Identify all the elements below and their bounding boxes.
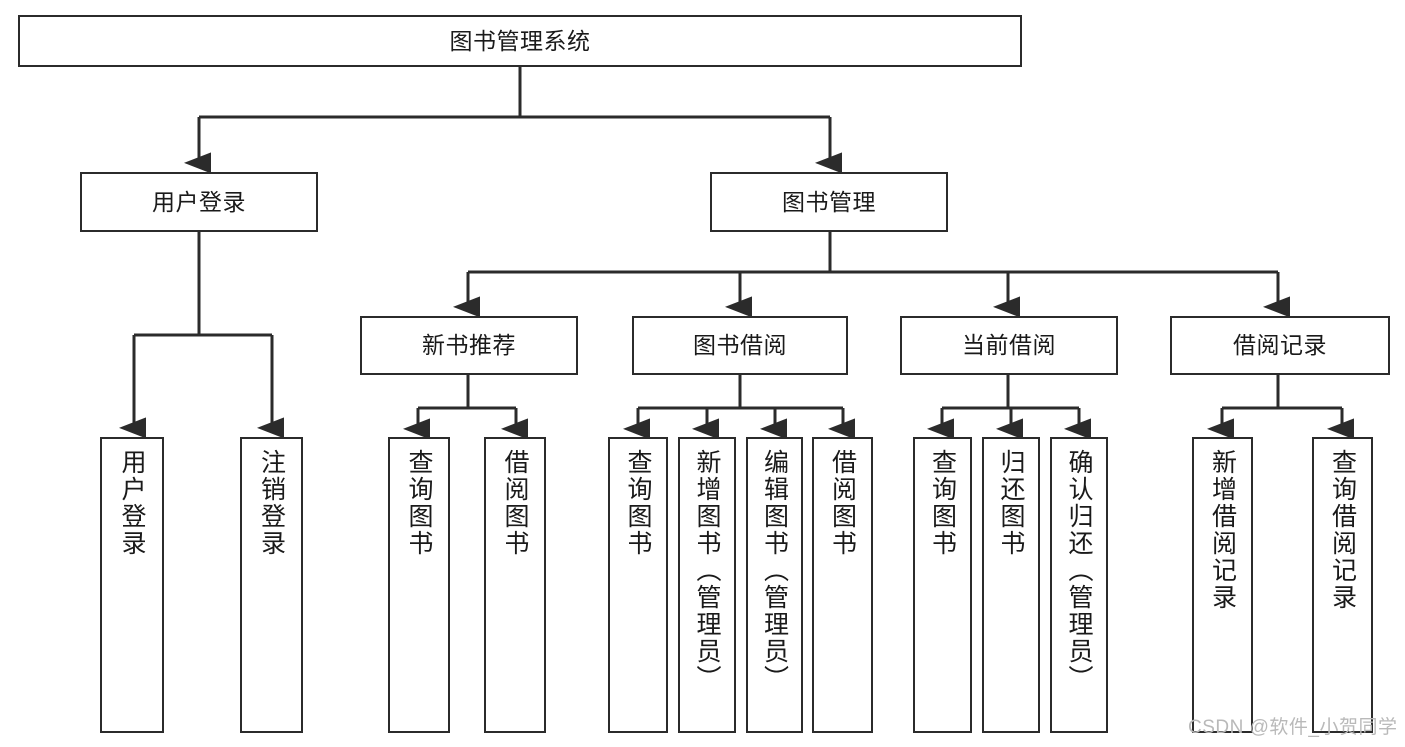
- node-book-borrow-label: 图书借阅: [693, 332, 787, 359]
- node-leaf-logout-label: 注销登录: [257, 449, 286, 557]
- node-leaf-borrow-books-recommend[interactable]: 借阅图书: [484, 437, 546, 733]
- node-leaf-edit-book-admin[interactable]: 编辑图书（管理员）: [746, 437, 803, 733]
- node-new-book-recommend-label: 新书推荐: [422, 332, 516, 359]
- node-leaf-edit-book-admin-label: 编辑图书（管理员）: [760, 449, 789, 692]
- node-leaf-query-books-recommend[interactable]: 查询图书: [388, 437, 450, 733]
- node-leaf-return-books[interactable]: 归还图书: [982, 437, 1040, 733]
- node-root[interactable]: 图书管理系统: [18, 15, 1022, 67]
- node-current-borrow[interactable]: 当前借阅: [900, 316, 1118, 375]
- node-leaf-logout[interactable]: 注销登录: [240, 437, 303, 733]
- node-leaf-query-books-recommend-label: 查询图书: [405, 449, 433, 557]
- node-leaf-confirm-return-admin[interactable]: 确认归还（管理员）: [1050, 437, 1108, 733]
- node-leaf-query-books-current-label: 查询图书: [928, 449, 957, 557]
- node-leaf-add-book-admin-label: 新增图书（管理员）: [693, 449, 721, 692]
- node-leaf-query-borrow-record[interactable]: 查询借阅记录: [1312, 437, 1373, 733]
- node-borrow-records[interactable]: 借阅记录: [1170, 316, 1390, 375]
- node-leaf-borrow-books-recommend-label: 借阅图书: [501, 449, 529, 557]
- node-book-borrow[interactable]: 图书借阅: [632, 316, 848, 375]
- node-leaf-add-borrow-record-label: 新增借阅记录: [1208, 449, 1237, 611]
- node-book-management[interactable]: 图书管理: [710, 172, 948, 232]
- node-book-management-label: 图书管理: [782, 188, 876, 215]
- watermark-text: CSDN @软件_小贺同学: [1188, 717, 1398, 738]
- node-leaf-query-books-borrow[interactable]: 查询图书: [608, 437, 668, 733]
- node-leaf-borrow-books[interactable]: 借阅图书: [812, 437, 873, 733]
- node-root-label: 图书管理系统: [449, 27, 591, 54]
- node-leaf-return-books-label: 归还图书: [997, 449, 1025, 557]
- node-leaf-confirm-return-admin-label: 确认归还（管理员）: [1065, 449, 1093, 692]
- node-borrow-records-label: 借阅记录: [1233, 332, 1327, 359]
- node-leaf-borrow-books-label: 借阅图书: [828, 449, 857, 557]
- node-current-borrow-label: 当前借阅: [962, 332, 1056, 359]
- node-leaf-query-borrow-record-label: 查询借阅记录: [1328, 449, 1357, 611]
- node-leaf-query-books-current[interactable]: 查询图书: [913, 437, 972, 733]
- node-leaf-add-borrow-record[interactable]: 新增借阅记录: [1192, 437, 1253, 733]
- node-user-login[interactable]: 用户登录: [80, 172, 318, 232]
- node-user-login-label: 用户登录: [152, 188, 246, 215]
- node-leaf-query-books-borrow-label: 查询图书: [624, 449, 652, 557]
- node-leaf-user-login[interactable]: 用户登录: [100, 437, 164, 733]
- node-leaf-add-book-admin[interactable]: 新增图书（管理员）: [678, 437, 736, 733]
- node-leaf-user-login-label: 用户登录: [118, 449, 146, 557]
- node-new-book-recommend[interactable]: 新书推荐: [360, 316, 578, 375]
